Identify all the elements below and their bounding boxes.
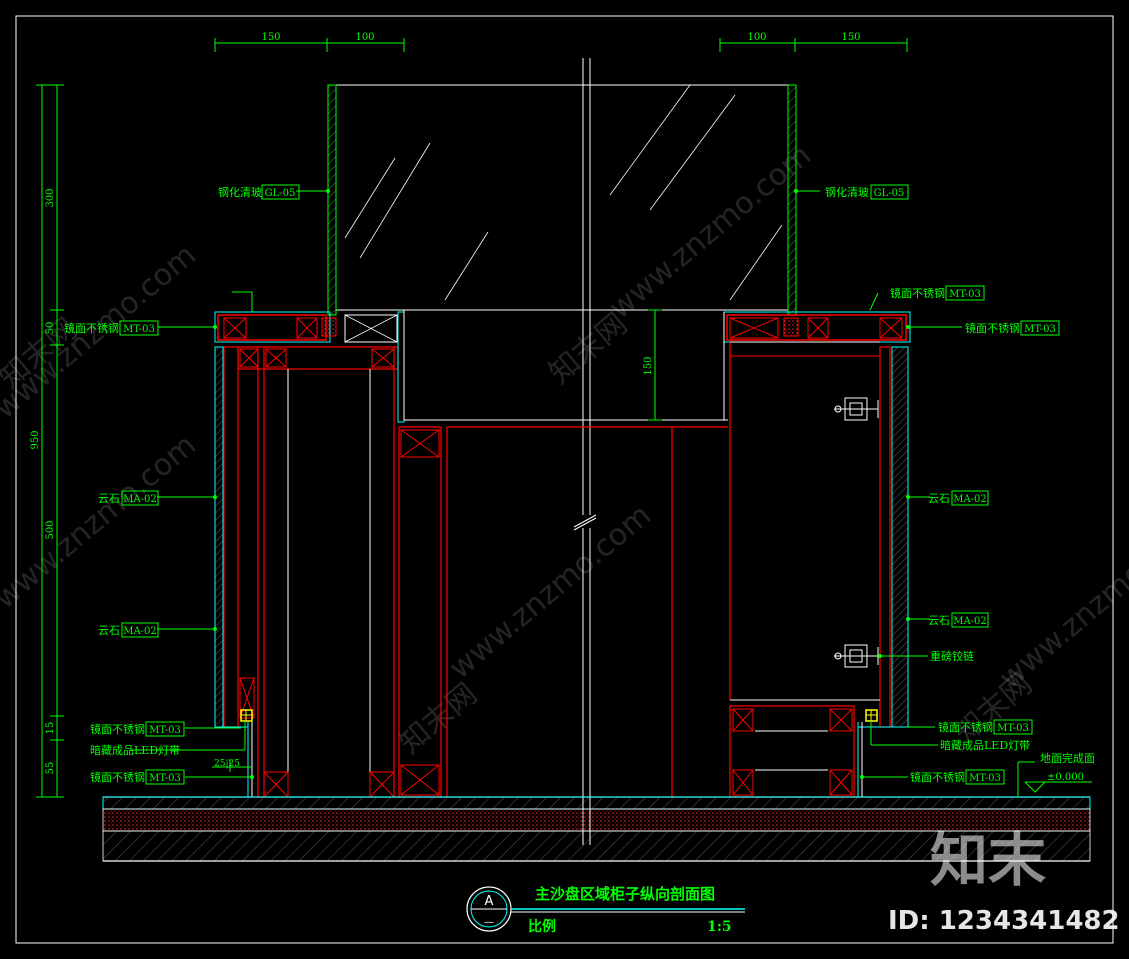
dim-top-right-2: 150 <box>841 32 860 43</box>
title-block <box>466 886 745 932</box>
scale-label: 比例 <box>528 918 556 935</box>
section-sub: — <box>484 917 494 928</box>
label-stone-left-1: 云石 <box>98 492 120 505</box>
dim-top-left-1: 150 <box>261 32 280 43</box>
code-stone-left-2: MA-02 <box>123 626 157 637</box>
dim-top-right-1: 100 <box>747 32 766 43</box>
leader-dots <box>213 189 910 779</box>
drawing-frame <box>15 15 1114 944</box>
label-mirror-steel-left-top: 镜面不锈钢 <box>64 321 119 335</box>
dim-inner-150: 150 <box>643 356 654 375</box>
center-line <box>573 58 597 845</box>
dim-left-300: 300 <box>45 188 56 207</box>
glass-panel <box>327 84 797 316</box>
code-mirror-steel-left-led: MT-03 <box>149 725 181 736</box>
dim-top-left-2: 100 <box>355 32 374 43</box>
dim-left-500: 500 <box>45 520 56 539</box>
code-glass-right: GL-05 <box>874 188 905 199</box>
label-mirror-steel-right-led: 镜面不锈钢 <box>938 720 993 734</box>
top-dimensions <box>214 38 908 52</box>
label-mirror-steel-right-mid: 镜面不锈钢 <box>965 321 1020 335</box>
label-hinge: 重磅铰链 <box>930 649 974 663</box>
label-stone-left-2: 云石 <box>98 624 120 637</box>
label-mirror-steel-left-bottom: 镜面不锈钢 <box>90 770 145 784</box>
code-stone-right-2: MA-02 <box>953 616 987 627</box>
inner-dimension <box>648 309 662 421</box>
dim-bottom-small: 25|25 <box>214 759 240 769</box>
right-cabinet <box>723 311 911 798</box>
leader-lines <box>130 190 962 778</box>
section-mark: A <box>485 894 494 909</box>
label-mirror-steel-left-led: 镜面不锈钢 <box>90 722 145 736</box>
label-glass-right: 钢化清玻 <box>825 185 869 199</box>
label-stone-right-2: 云石 <box>928 614 950 627</box>
drawing-title: 主沙盘区域柜子纵向剖面图 <box>535 885 715 903</box>
hinge-icon <box>834 644 879 668</box>
watermark-brand: 知末网 <box>543 306 634 391</box>
floor-elevation: ±0.000 <box>1047 772 1084 783</box>
watermark-brand: 知末网 <box>393 676 484 761</box>
code-stone-left-1: MA-02 <box>123 494 157 505</box>
label-led-left: 暗藏成品LED灯带 <box>90 743 180 757</box>
code-stone-right-1: MA-02 <box>953 494 987 505</box>
hinge-icon <box>834 397 879 421</box>
code-mirror-steel-right-led: MT-03 <box>997 723 1029 734</box>
watermark-layer: www.znzmo.com 知末网 www.znzmo.com www.znzm… <box>0 138 1129 762</box>
code-mirror-steel-right-bottom: MT-03 <box>969 773 1001 784</box>
floor-section <box>102 796 1091 862</box>
dim-left-15: 15 <box>45 722 56 735</box>
left-column <box>397 310 728 798</box>
code-glass-left: GL-05 <box>265 188 296 199</box>
label-led-right: 暗藏成品LED灯带 <box>940 738 1030 752</box>
watermark-text: www.znzmo.com <box>0 428 203 617</box>
code-mirror-steel-left-top: MT-03 <box>123 324 155 335</box>
left-cabinet <box>214 311 399 798</box>
code-mirror-steel-right-top: MT-03 <box>949 289 981 300</box>
dim-left-950: 950 <box>30 430 41 449</box>
watermark-text: www.znzmo.com <box>993 508 1129 697</box>
code-mirror-steel-left-bottom: MT-03 <box>149 773 181 784</box>
label-mirror-steel-right-bottom: 镜面不锈钢 <box>910 770 965 784</box>
code-mirror-steel-right-mid: MT-03 <box>1024 324 1056 335</box>
brand-logo: 知末 <box>930 826 1046 894</box>
image-id: ID: 1234341482 <box>888 906 1120 936</box>
label-stone-right-1: 云石 <box>928 492 950 505</box>
watermark-text: www.znzmo.com <box>603 138 818 327</box>
watermark-text: www.znzmo.com <box>443 498 658 687</box>
left-dimensions <box>36 84 64 798</box>
dim-left-55: 55 <box>45 762 56 775</box>
label-mirror-steel-right-top: 镜面不锈钢 <box>890 286 945 300</box>
elevation-marker <box>1017 761 1092 797</box>
dim-left-50: 50 <box>45 322 56 335</box>
scale-value: 1:5 <box>707 919 732 935</box>
label-glass-left: 钢化清玻 <box>218 185 262 199</box>
floor-finish-label: 地面完成面 <box>1040 751 1095 765</box>
